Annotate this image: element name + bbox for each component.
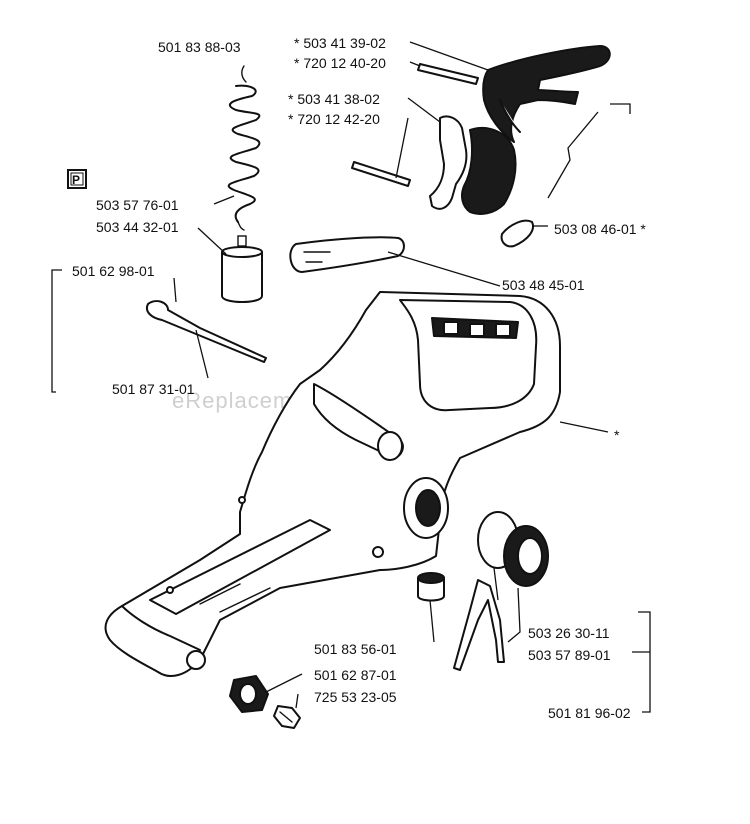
label-501-83-56-01: 501 83 56-01 [314, 641, 397, 657]
label-503-26-30-11: 503 26 30-11 [528, 625, 610, 641]
spring-clip [500, 219, 534, 248]
label-501-81-96-02: 501 81 96-02 [548, 705, 631, 721]
label-501-83-88-03: 501 83 88-03 [158, 39, 241, 55]
label-503-48-45-01: 503 48 45-01 [502, 277, 585, 293]
fuel-hose [146, 300, 267, 363]
nut [229, 675, 269, 713]
fuel-cap [477, 511, 549, 587]
fuel-filter [221, 235, 263, 303]
label-501-62-87-01: 501 62 87-01 [314, 667, 397, 683]
throttle-trigger-lever [482, 45, 611, 143]
cap-strap [453, 579, 505, 671]
label-720-12-40-20: * 720 12 40-20 [294, 55, 386, 71]
pin-720-12-42-20 [351, 161, 411, 187]
label-503-41-39-02: * 503 41 39-02 [294, 35, 386, 51]
label-720-12-42-20: * 720 12 42-20 [288, 111, 380, 127]
badge-p: P [67, 169, 87, 189]
label-503-44-32-01: 503 44 32-01 [96, 219, 179, 235]
leader-lines [51, 41, 651, 713]
label-501-62-98-01: 501 62 98-01 [72, 263, 155, 279]
label-501-87-31-01: 501 87 31-01 [112, 381, 195, 397]
label-503-41-38-02: * 503 41 38-02 [288, 91, 380, 107]
bushing [417, 572, 445, 602]
label-725-53-23-05: 725 53 23-05 [314, 689, 397, 705]
deflector-plate [289, 236, 405, 273]
pin-720-12-40-20 [417, 63, 479, 85]
badge-p-text: P [72, 173, 80, 187]
tank-housing [104, 291, 561, 677]
fuel-hose-spring [227, 65, 261, 231]
label-503-08-46-01: 503 08 46-01 * [554, 221, 646, 237]
label-503-57-76-01: 503 57 76-01 [96, 197, 179, 213]
screw [273, 705, 301, 729]
throttle-lockout [429, 115, 517, 215]
label-housing-star: * [614, 427, 620, 443]
label-503-57-89-01: 503 57 89-01 [528, 647, 611, 663]
